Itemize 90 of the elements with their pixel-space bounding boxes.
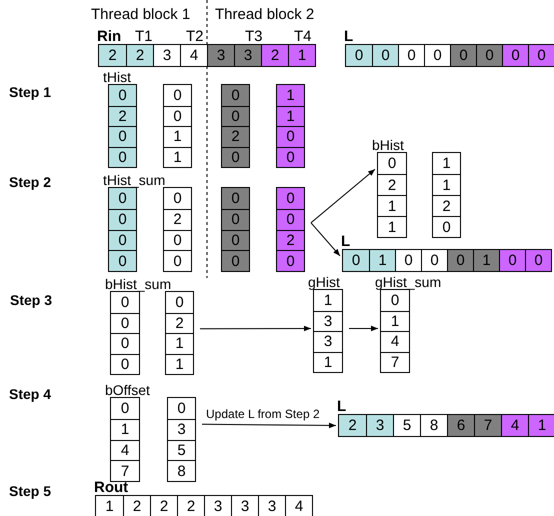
array-cell: 0 xyxy=(109,85,136,106)
array-cell: 0 xyxy=(109,146,136,167)
array-cell: 0 xyxy=(450,45,476,66)
array-cell: 1 xyxy=(473,250,499,271)
array-cell: 0 xyxy=(476,45,502,66)
array-cell: 0 xyxy=(222,250,249,272)
array-name: gHist xyxy=(308,274,340,290)
memory-array xyxy=(163,84,192,168)
array-cell: 0 xyxy=(343,250,369,271)
array-name: tHist xyxy=(103,69,131,85)
array-name: Rin xyxy=(97,29,122,45)
array-cell: 0 xyxy=(277,146,304,167)
arrow xyxy=(202,422,336,428)
thread-label: T3 xyxy=(245,28,263,45)
memory-array xyxy=(221,187,250,272)
memory-array xyxy=(221,84,250,168)
array-name: L xyxy=(344,29,354,45)
array-cell: 0 xyxy=(109,188,136,209)
array-cell: 0 xyxy=(277,208,304,230)
array-cell: 4 xyxy=(111,440,139,460)
array-name: Rout xyxy=(94,480,128,496)
array-cell: 2 xyxy=(109,106,136,126)
array-cell: 0 xyxy=(222,85,249,106)
thread-label: T4 xyxy=(294,28,312,45)
arrow xyxy=(310,222,340,256)
array-cell: 2 xyxy=(261,45,288,66)
array-cell: 0 xyxy=(109,208,136,230)
array-cell: 0 xyxy=(109,250,136,272)
memory-array xyxy=(276,84,305,168)
array-cell: 3 xyxy=(366,415,393,436)
array-cell: 2 xyxy=(277,230,304,250)
array-cell: 0 xyxy=(502,45,528,66)
array-cell: 0 xyxy=(222,188,249,209)
array-cell: 0 xyxy=(109,126,136,146)
array-cell: 0 xyxy=(222,230,249,250)
array-cell: 2 xyxy=(99,45,126,66)
arrow xyxy=(310,168,376,224)
array-cell: 1 xyxy=(369,250,395,271)
array-cell: 0 xyxy=(277,188,304,209)
array-cell: 0 xyxy=(499,250,525,271)
array-cell: 0 xyxy=(277,126,304,146)
array-name: bOffset xyxy=(105,382,150,398)
array-name: bHist_sum xyxy=(105,276,172,292)
memory-array xyxy=(165,291,194,375)
array-cell: 0 xyxy=(528,45,554,66)
step-label: Step 1 xyxy=(9,84,52,101)
array-cell: 0 xyxy=(277,250,304,272)
memory-array xyxy=(276,187,305,272)
array-cell: 1 xyxy=(288,45,315,66)
array-name: L xyxy=(337,399,346,415)
array-cell: 2 xyxy=(222,126,249,146)
array-cell: 0 xyxy=(222,208,249,230)
array-cell: 3 xyxy=(234,45,261,66)
thread-label: Thread block 2 xyxy=(215,6,314,23)
edge-label: Update L from Step 2 xyxy=(206,407,320,422)
array-name: tHist_sum xyxy=(103,172,166,188)
array-cell: 0 xyxy=(447,250,473,271)
memory-array xyxy=(432,152,461,238)
step-label: Step 2 xyxy=(9,174,52,191)
array-cell: 5 xyxy=(168,440,195,460)
step-label: Step 3 xyxy=(10,292,52,309)
array-cell: 0 xyxy=(164,230,191,250)
array-cell: 0 xyxy=(109,230,136,250)
step-label: Step 5 xyxy=(9,483,52,500)
array-cell: 1 xyxy=(528,415,554,436)
step-label: Step 4 xyxy=(9,386,52,403)
array-cell: 1 xyxy=(277,106,304,126)
array-cell: 3 xyxy=(207,45,234,66)
array-cell: 0 xyxy=(222,106,249,126)
array-cell: 4 xyxy=(180,45,207,66)
array-name: L xyxy=(341,234,350,250)
array-cell: 0 xyxy=(525,250,551,271)
thread-label: T1 xyxy=(135,28,153,45)
array-cell: 7 xyxy=(474,415,501,436)
array-name: bHist xyxy=(372,137,404,153)
memory-array xyxy=(163,187,192,272)
arrow xyxy=(348,326,378,332)
arrow xyxy=(200,326,312,332)
memory-array xyxy=(167,397,196,482)
array-name: gHist_sum xyxy=(375,274,442,290)
array-cell: 1 xyxy=(277,85,304,106)
array-cell: 0 xyxy=(222,146,249,167)
thread-label: Thread block 1 xyxy=(91,6,190,23)
array-cell: 0 xyxy=(346,45,372,66)
array-cell: 0 xyxy=(372,45,398,66)
array-cell: 4 xyxy=(501,415,528,436)
array-cell: 2 xyxy=(339,415,366,436)
array-cell: 2 xyxy=(126,45,153,66)
array-cell: 6 xyxy=(447,415,474,436)
thread-label: T2 xyxy=(186,28,204,45)
